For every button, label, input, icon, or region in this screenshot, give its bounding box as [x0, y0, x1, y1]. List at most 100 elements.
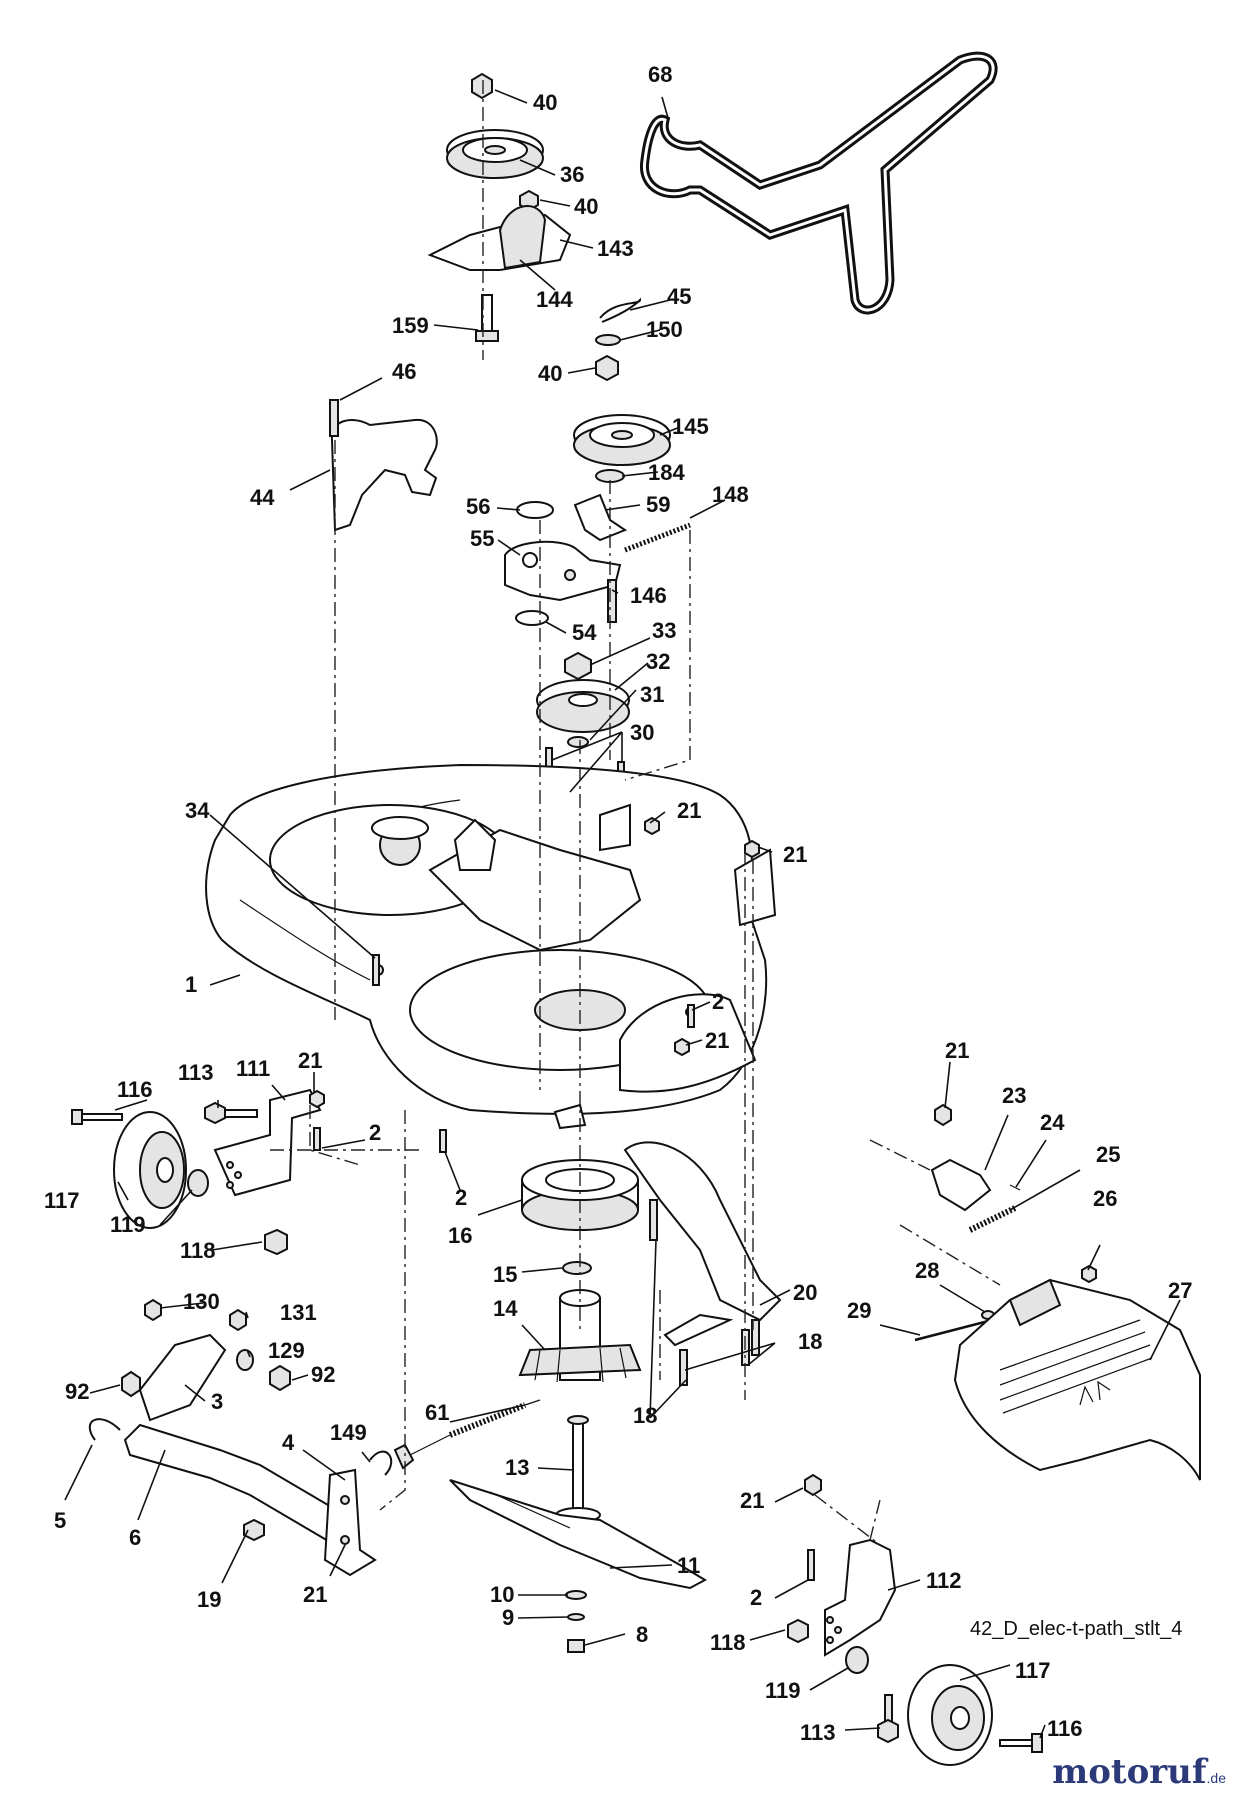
- callout-23: 23: [1002, 1083, 1026, 1108]
- callout-1: 1: [185, 972, 197, 997]
- callout-25: 25: [1096, 1142, 1120, 1167]
- deck-hanger-20: [623, 1141, 782, 1347]
- callout-130: 130: [183, 1289, 220, 1314]
- idler-pulley-top: [446, 72, 544, 212]
- callout-14: 14: [493, 1296, 518, 1321]
- callout-21: 21: [298, 1048, 322, 1073]
- callout-92: 92: [311, 1362, 335, 1387]
- callout-150: 150: [646, 317, 683, 342]
- watermark-logo: motoruf.de: [1052, 1752, 1226, 1792]
- washer-129: [236, 1349, 254, 1371]
- spindle-housing-14: [518, 1289, 642, 1383]
- callout-6: 6: [129, 1525, 141, 1550]
- bolt-116-left: [71, 1109, 123, 1125]
- callout-9: 9: [502, 1605, 514, 1630]
- extension-spring-61: [393, 1399, 541, 1470]
- callout-92: 92: [65, 1379, 89, 1404]
- assembly-lines: [270, 80, 1001, 1546]
- callout-143: 143: [597, 236, 634, 261]
- bolt-2-deck: [687, 1004, 695, 1028]
- callout-119: 119: [765, 1678, 801, 1703]
- idler-pulley-145: [573, 414, 671, 466]
- callout-2: 2: [455, 1185, 467, 1210]
- bolt-131: [229, 1308, 247, 1332]
- gauge-wheel-117-left: [113, 1111, 187, 1229]
- callout-129: 129: [268, 1338, 305, 1363]
- washer-9: [567, 1613, 585, 1621]
- hair-pin-45: [599, 297, 642, 323]
- bolt-2-center: [439, 1129, 447, 1153]
- nut-33: [564, 651, 592, 681]
- callout-119: 119: [110, 1212, 146, 1237]
- callout-18: 18: [633, 1403, 657, 1428]
- callout-2: 2: [369, 1120, 381, 1145]
- callout-15: 15: [493, 1262, 517, 1287]
- watermark-text: motoruf: [1052, 1752, 1207, 1792]
- screw-113-left: [204, 1101, 258, 1125]
- callout-40: 40: [538, 361, 562, 386]
- callout-21: 21: [677, 798, 701, 823]
- callout-116: 116: [117, 1077, 153, 1102]
- nut-21-deck: [674, 1037, 690, 1057]
- discharge-chute-27: [953, 1278, 1201, 1481]
- nut-21-chute: [934, 1103, 952, 1127]
- spacer-119-left: [187, 1169, 209, 1197]
- callout-20: 20: [793, 1280, 817, 1305]
- nut-21-b: [744, 839, 760, 859]
- callout-46: 46: [392, 359, 416, 384]
- callout-28: 28: [915, 1258, 939, 1283]
- nut-118-right: [787, 1618, 809, 1644]
- diagram-caption: 42_D_elec-t-path_stlt_4: [970, 1618, 1182, 1640]
- callout-59: 59: [646, 492, 670, 517]
- callout-116: 116: [1047, 1716, 1083, 1741]
- shoulder-bolt-159: [475, 294, 499, 342]
- callout-5: 5: [54, 1508, 66, 1533]
- callout-36: 36: [560, 162, 584, 187]
- bolt-2-bracket: [313, 1127, 321, 1151]
- callout-131: 131: [280, 1300, 317, 1325]
- bolt-19: [243, 1518, 265, 1542]
- callout-117: 117: [1015, 1658, 1051, 1683]
- mower-deck-1: [205, 763, 777, 1130]
- callout-34: 34: [185, 798, 210, 823]
- callout-55: 55: [470, 526, 494, 551]
- wheel-bracket-111: [213, 1088, 322, 1197]
- callout-13: 13: [505, 1455, 529, 1480]
- wheel-bracket-112: [824, 1538, 897, 1657]
- bearing-15: [562, 1261, 592, 1275]
- callout-117: 117: [44, 1188, 80, 1213]
- callout-118: 118: [180, 1238, 216, 1263]
- nut-21-a: [644, 816, 660, 836]
- callout-56: 56: [466, 494, 490, 519]
- callout-21: 21: [783, 842, 807, 867]
- callout-numbers: 68 40 36 40 143 144 159 45 150 40 46 145…: [44, 62, 1192, 1745]
- callout-40: 40: [574, 194, 598, 219]
- callout-30: 30: [630, 720, 654, 745]
- callout-16: 16: [448, 1223, 472, 1248]
- callout-111: 111: [236, 1056, 270, 1081]
- washer-31: [567, 736, 589, 748]
- idler-bracket-143: [427, 205, 572, 271]
- bolt-2-right: [807, 1549, 815, 1581]
- washer-150: [595, 334, 621, 346]
- spring-148: [624, 522, 691, 553]
- bolt-116-right: [999, 1733, 1043, 1753]
- callout-113: 113: [800, 1720, 836, 1745]
- callout-68: 68: [648, 62, 672, 87]
- callout-2: 2: [712, 989, 724, 1014]
- callout-148: 148: [712, 482, 749, 507]
- callout-146: 146: [630, 583, 667, 608]
- callout-3: 3: [211, 1389, 223, 1414]
- bolt-8: [567, 1639, 585, 1653]
- callout-33: 33: [652, 618, 676, 643]
- bolt-34: [372, 954, 380, 986]
- callout-44: 44: [250, 485, 275, 510]
- callout-45: 45: [667, 284, 691, 309]
- screw-113-right: [877, 1694, 899, 1744]
- callout-2: 2: [750, 1585, 762, 1610]
- bracket-59: [573, 493, 628, 542]
- callout-31: 31: [640, 682, 664, 707]
- hair-pin-5: [88, 1418, 121, 1441]
- washer-56: [516, 501, 554, 519]
